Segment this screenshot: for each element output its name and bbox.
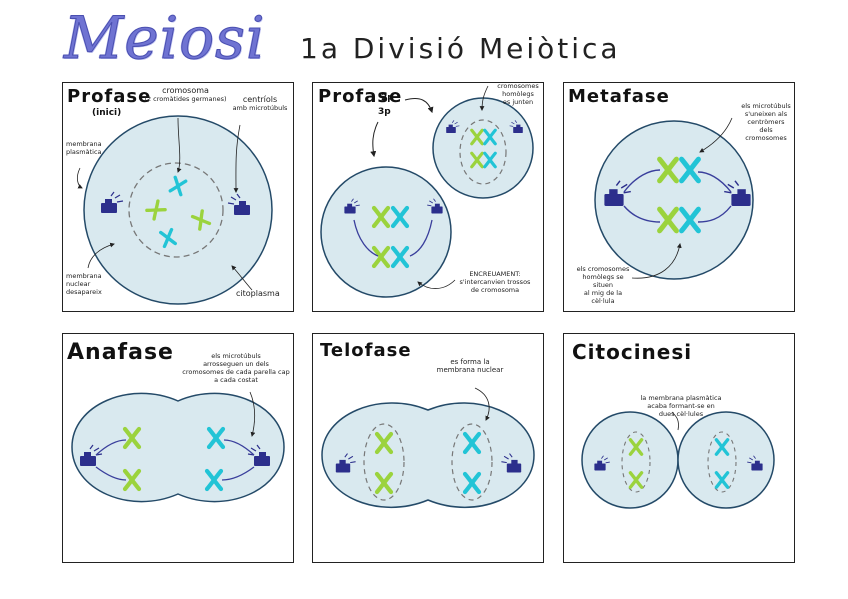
- step-label: 2p: [381, 93, 394, 103]
- panel-title: Metafase: [568, 86, 670, 107]
- panel-title: Anafase: [67, 340, 174, 365]
- label-cromosoma: cromosoma(2 cromàtides germanes): [138, 87, 233, 103]
- panel-title: Telofase: [320, 340, 412, 361]
- step-label: 3p: [378, 107, 391, 117]
- label-citoplasma: citoplasma: [236, 290, 280, 298]
- panel-subtitle: (inici): [92, 108, 121, 118]
- panel-title: Citocinesi: [572, 340, 692, 364]
